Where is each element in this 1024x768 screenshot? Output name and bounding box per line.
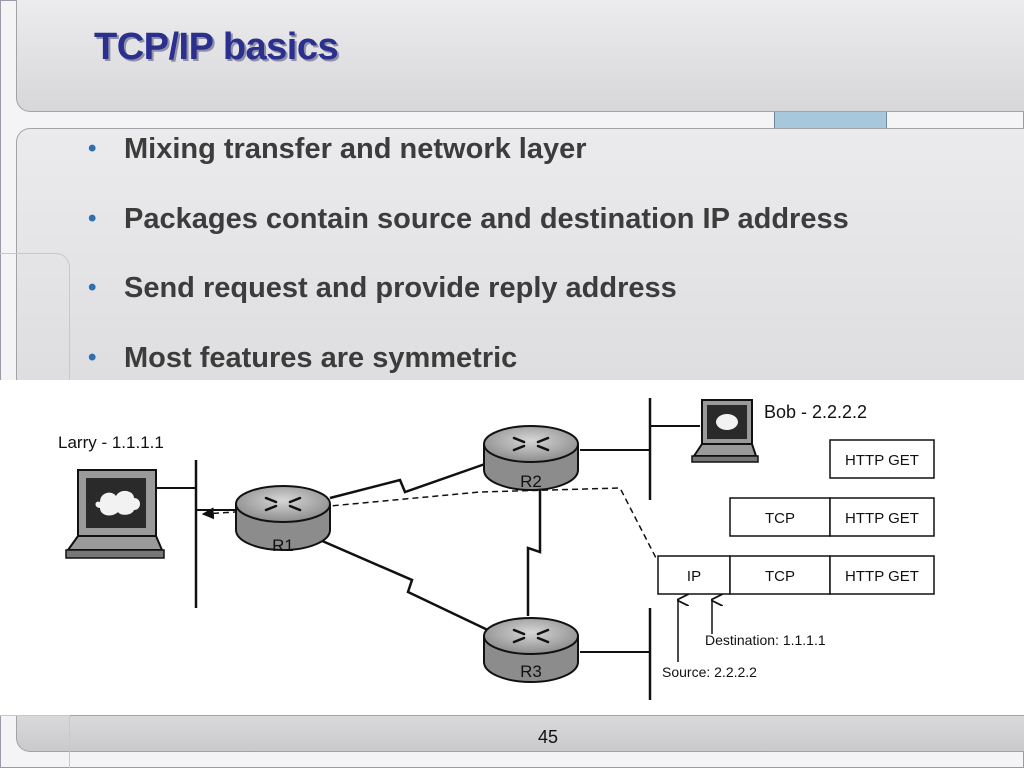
bullet-text: Packages contain source and destination … — [124, 202, 849, 235]
packet-row-2: TCP HTTP GET — [729, 497, 935, 537]
content-panel — [16, 128, 1024, 380]
bullet-item: • Packages contain source and destination… — [88, 201, 849, 271]
packet-field-http: HTTP GET — [845, 568, 919, 585]
r1-r3-serial-link — [319, 538, 493, 634]
bullet-item: • Most features are symmetric — [88, 340, 849, 410]
larry-label: Larry - 1.1.1.1 — [58, 433, 164, 452]
slide-title: TCP/IP basics — [94, 26, 339, 68]
side-decoration — [0, 253, 70, 380]
network-diagram-svg: Larry - 1.1.1.1 Bob - 2.2.2.2 R1 — [58, 398, 935, 700]
accent-strip — [774, 112, 887, 129]
packet-field-http: HTTP GET — [845, 452, 919, 469]
footer-decoration — [0, 715, 70, 768]
bullet-dot: • — [88, 274, 97, 301]
packet-field-tcp: TCP — [765, 568, 795, 585]
destination-label: Destination: 1.1.1.1 — [705, 632, 826, 648]
packet-field-http: HTTP GET — [845, 510, 919, 527]
router-r3-label: R3 — [520, 662, 542, 681]
router-r2-label: R2 — [520, 472, 542, 491]
larry-computer-icon — [65, 469, 165, 559]
r2-r3-serial-link — [526, 488, 542, 616]
r1-r2-serial-link — [329, 462, 486, 500]
bullet-dot: • — [88, 343, 97, 371]
bullet-text: Send request and provide reply address — [124, 272, 677, 304]
bullet-dot: • — [88, 204, 97, 232]
bob-computer-icon — [691, 399, 759, 463]
title-bar — [16, 0, 1024, 112]
router-r1-label: R1 — [272, 536, 294, 555]
source-label: Source: 2.2.2.2 — [662, 664, 757, 680]
network-diagram: Larry - 1.1.1.1 Bob - 2.2.2.2 R1 — [0, 380, 1024, 715]
bullet-dot: • — [88, 135, 97, 162]
router-r2-icon — [483, 425, 579, 491]
router-r3-icon — [483, 617, 579, 683]
bob-label: Bob - 2.2.2.2 — [764, 402, 867, 422]
packet-field-ip: IP — [687, 568, 701, 585]
bullet-text: Most features are symmetric — [124, 341, 518, 374]
packet-row-1: HTTP GET — [829, 439, 935, 479]
bullet-item: • Mixing transfer and network layer — [88, 131, 849, 201]
bullet-list: • Mixing transfer and network layer • Pack… — [88, 131, 849, 409]
bullet-item: • Send request and provide reply address — [88, 270, 849, 340]
packet-field-tcp: TCP — [765, 510, 795, 527]
packet-row-3: IP TCP HTTP GET — [657, 555, 935, 595]
page-number: 45 — [538, 727, 559, 747]
router-r1-icon — [235, 485, 331, 551]
footer-bar — [16, 715, 1024, 752]
bullet-text: Mixing transfer and network layer — [124, 133, 587, 165]
